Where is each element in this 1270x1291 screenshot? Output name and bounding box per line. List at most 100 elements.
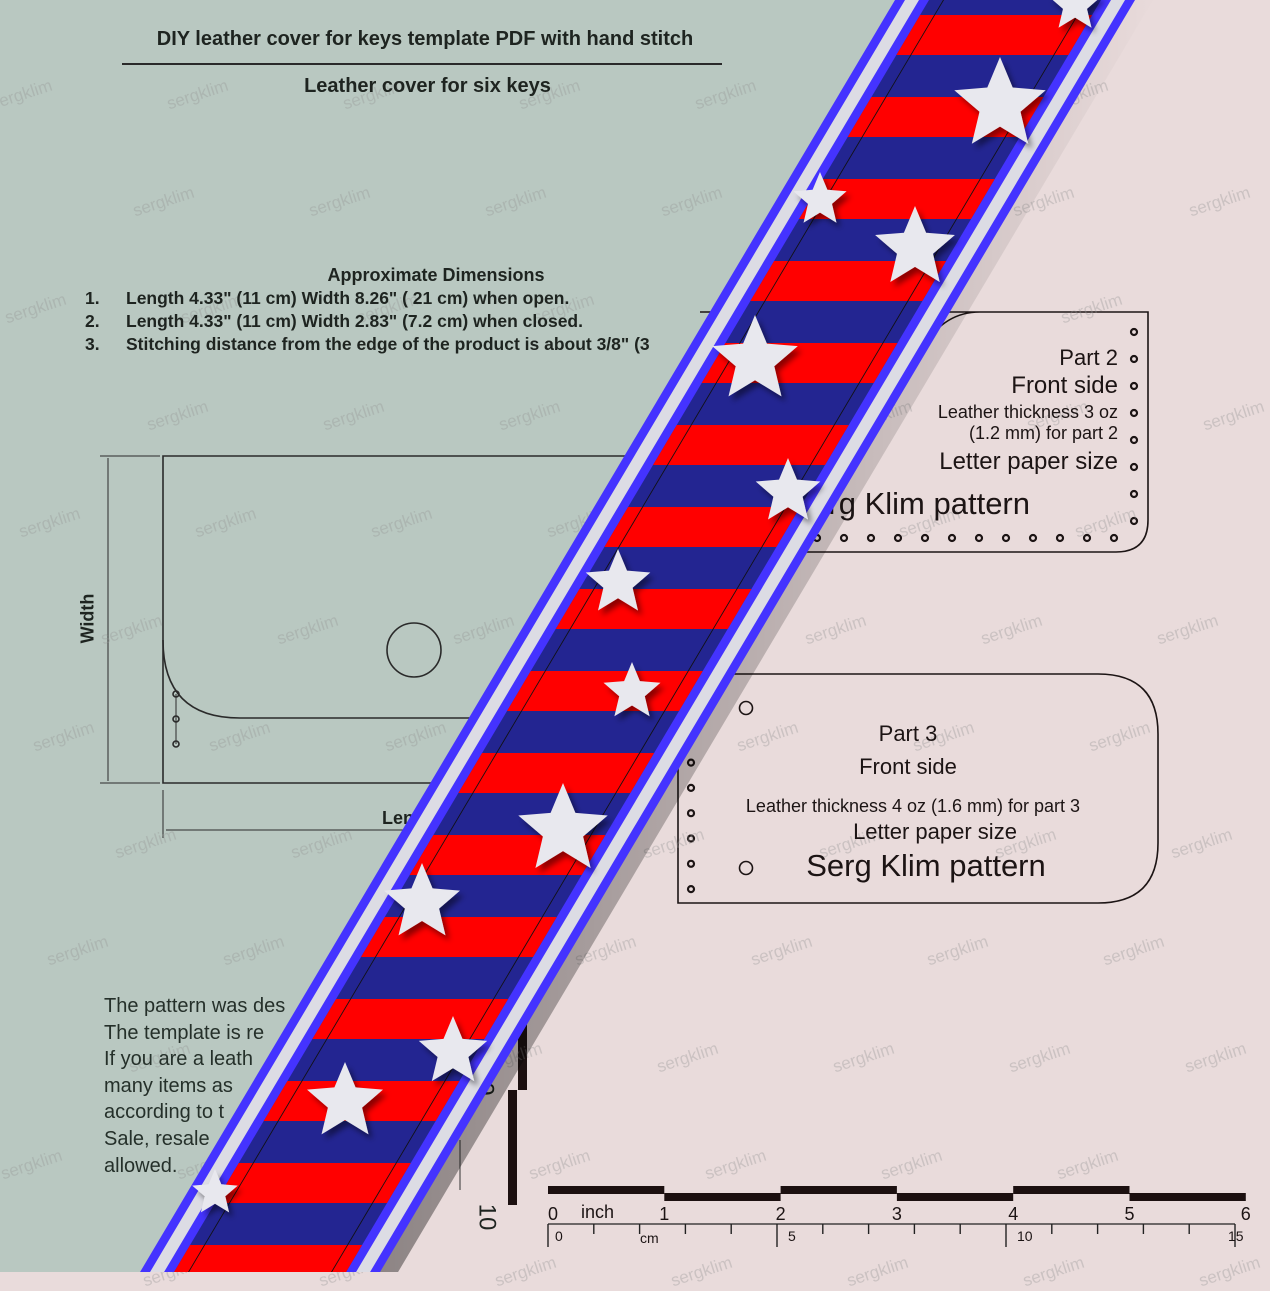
ruler-segment: [548, 1186, 665, 1194]
ribbon-red-stripe: [215, 1163, 411, 1203]
horizontal-ruler: [547, 1186, 1246, 1247]
stitch-hole: [686, 809, 696, 818]
inch-tick-label: 5: [1124, 1204, 1135, 1224]
part1-drawing: [100, 455, 640, 838]
inch-tick-label: 6: [1240, 1204, 1251, 1224]
part3-brand: Serg Klim pattern: [806, 848, 1046, 883]
cm-unit-label: cm: [640, 1230, 659, 1246]
ribbon-red-stripe: [458, 753, 655, 793]
note-line: according to t: [104, 1101, 225, 1124]
stitch-hole: [1129, 435, 1139, 445]
stitch-hole: [866, 533, 876, 543]
part2-side: Front side: [1011, 372, 1118, 399]
part3-paper: Letter paper size: [853, 819, 1017, 844]
note-line: If you are a leath: [104, 1048, 253, 1071]
stitch-hole: [839, 533, 849, 543]
dimension-item: 1. Length 4.33" (11 cm) Width 8.26" ( 21 …: [85, 288, 785, 310]
part3-outline: [677, 673, 1159, 904]
stitch-hole: [1129, 354, 1139, 364]
stitch-hole: [1129, 516, 1139, 526]
star-icon: [954, 57, 1046, 144]
ribbon-shadow: [378, 0, 1154, 1272]
part3-side: Front side: [859, 754, 957, 779]
cm-tick-label: 0: [555, 1228, 563, 1244]
ribbon-red-stripe: [896, 15, 1093, 55]
inch-tick-label: 4: [1008, 1204, 1019, 1224]
ribbon-red-stripe: [174, 1245, 363, 1272]
star-icon: [307, 1062, 383, 1135]
ribbon-red-stripe: [799, 179, 995, 219]
stitch-hole: [1129, 408, 1139, 418]
ribbon-red-stripe: [507, 671, 703, 711]
star-icon: [755, 458, 821, 520]
stitch-hole: [686, 884, 696, 894]
dimensions-list: 1. Length 4.33" (11 cm) Width 8.26" ( 21 …: [85, 288, 785, 368]
note-line: many items as: [104, 1074, 233, 1097]
ribbon-red-stripe: [604, 507, 801, 547]
part2-title: Part 2: [1059, 345, 1118, 370]
star-icon: [875, 206, 955, 282]
star-icon: [518, 783, 608, 868]
part2-paper: Letter paper size: [939, 448, 1118, 475]
item-text: Stitching distance from the edge of the …: [126, 334, 650, 354]
ruler-segment: [1129, 1193, 1246, 1201]
stitch-hole: [1109, 533, 1119, 543]
note-line: Sale, resale: [104, 1127, 210, 1150]
stitch-hole: [686, 834, 696, 843]
part2-thickness: Leather thickness 3 oz (1.2 mm) for part…: [937, 402, 1118, 443]
stitch-hole: [1055, 533, 1065, 543]
stitch-hole: [1082, 533, 1092, 543]
note-line: The pattern was des: [104, 995, 286, 1017]
stitch-hole: [1129, 381, 1139, 391]
ribbon-red-stripe: [312, 999, 509, 1039]
note-line: allowed.: [104, 1154, 178, 1177]
star-icon: [192, 1169, 238, 1213]
cm-tick-label: 10: [1017, 1228, 1033, 1244]
inch-tick-label: 1: [659, 1204, 670, 1224]
star-icon: [712, 315, 798, 397]
ruler-segment: [1013, 1186, 1130, 1194]
part3-title: Part 3: [878, 721, 938, 746]
stitch-hole: [974, 533, 984, 543]
cm-tick-label: 15: [1228, 1228, 1244, 1244]
length-dimension-label: Len: [382, 808, 415, 828]
inch-unit-label: inch: [581, 1202, 615, 1222]
star-icon: [603, 662, 661, 717]
star-icon: [384, 863, 460, 936]
title-divider: [122, 63, 722, 65]
dimensions-heading: Approximate Dimensions: [327, 265, 545, 285]
ribbon-seam: [331, 0, 1088, 1272]
part3-thickness: Leather thickness 4 oz (1.6 mm) for part…: [745, 796, 1081, 816]
ribbon-red-stripe: [555, 589, 752, 629]
inch-tick-label: 3: [891, 1204, 902, 1224]
cm-tick-label: 5: [788, 1228, 796, 1244]
star-icon: [585, 549, 651, 611]
stitch-hole: [893, 533, 903, 543]
item-text: Length 4.33" (11 cm) Width 2.83" (7.2 cm…: [126, 311, 583, 331]
star-icon: [1052, 0, 1098, 28]
stitch-hole: [947, 533, 957, 543]
inch-tick-label: 2: [775, 1204, 786, 1224]
inch-tick-label: 0: [548, 1204, 559, 1224]
stitch-hole: [1028, 533, 1038, 543]
star-icon: [793, 172, 847, 223]
stitch-hole: [1129, 327, 1139, 337]
item-number: 2.: [85, 311, 100, 331]
star-icon: [418, 1016, 488, 1082]
stitch-hole: [1129, 462, 1139, 472]
ruler-segment: [664, 1193, 781, 1201]
item-number: 1.: [85, 288, 100, 308]
ruler-segment: [896, 1193, 1014, 1201]
dimension-item: 3.Stitching distance from the edge of th…: [85, 334, 785, 356]
ribbon-red-stripe: [361, 917, 557, 957]
dimension-item: 2. Length 4.33" (11 cm) Width 2.83" (7.2 …: [85, 311, 785, 333]
stitch-hole: [1129, 489, 1139, 499]
document-subtitle: Leather cover for six keys: [304, 75, 551, 97]
stitch-hole: [1001, 533, 1011, 543]
document-title: DIY leather cover for keys template PDF …: [156, 28, 694, 50]
item-text: Length 4.33" (11 cm) Width 8.26" ( 21 cm…: [126, 288, 570, 308]
note-line: The template is re: [104, 1021, 265, 1044]
stitch-hole: [686, 859, 696, 868]
ribbon-red-stripe: [653, 425, 849, 465]
